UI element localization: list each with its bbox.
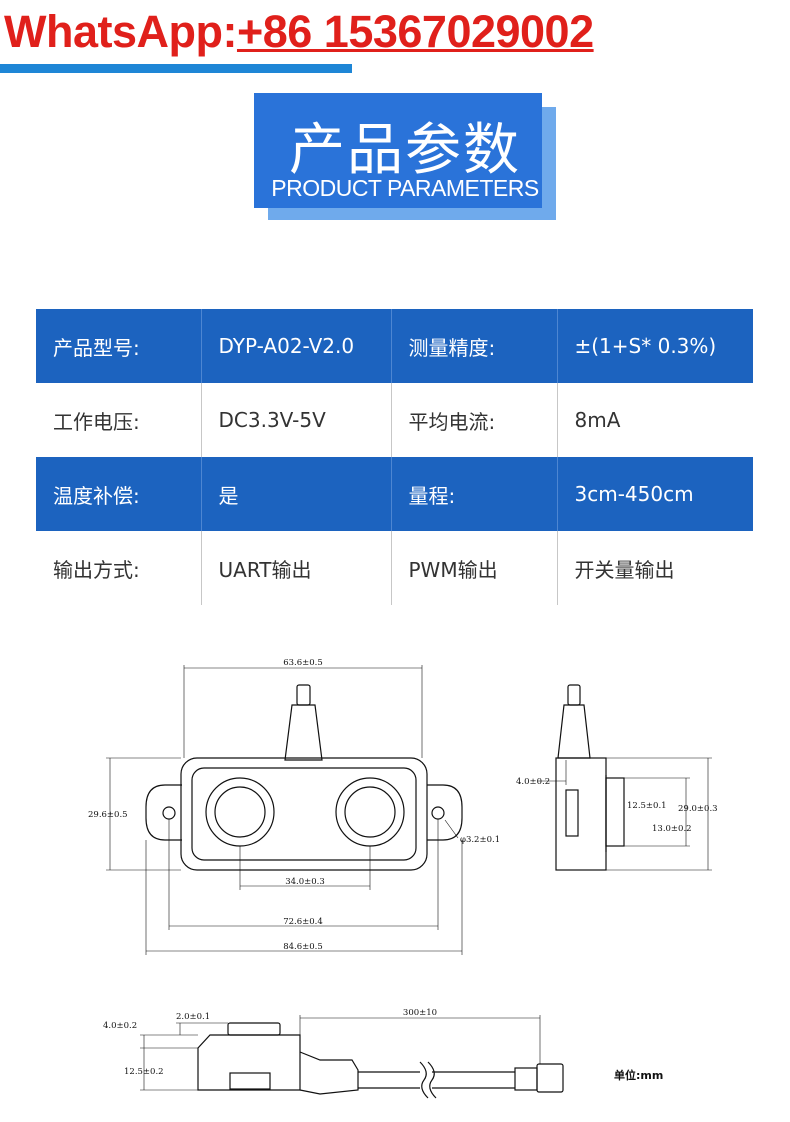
dim-body-height: 12.5±0.2 (124, 1067, 164, 1077)
dim-bottom-flange: 4.0±0.2 (103, 1021, 137, 1031)
front-view (145, 684, 463, 871)
whatsapp-phone[interactable]: +86 15367029002 (236, 6, 594, 57)
param-value: UART输出 (200, 531, 391, 605)
param-value: 8mA (556, 383, 753, 457)
dimension-drawing: 63.6±0.5 29.6±0.5 φ3.2±0.1 34.0±0.3 72.6… (88, 658, 718, 1099)
param-value: 开关量输出 (556, 531, 753, 605)
param-key: 量程: (390, 457, 557, 531)
title-english: PRODUCT PARAMETERS (271, 175, 539, 201)
param-value: 是 (200, 457, 391, 531)
param-key: 温度补偿: (36, 457, 201, 531)
whatsapp-contact[interactable]: WhatsApp:+86 15367029002 (4, 6, 594, 58)
dim-width-top: 63.6±0.5 (283, 658, 323, 668)
dim-side-height: 29.0±0.3 (678, 804, 718, 814)
dim-hole-dia: φ3.2±0.1 (460, 835, 500, 845)
dim-side-thickness: 4.0±0.2 (516, 777, 550, 787)
param-key: PWM输出 (390, 531, 557, 605)
param-value: DC3.3V-5V (200, 383, 391, 457)
dim-total-width: 84.6±0.5 (283, 942, 323, 952)
param-key: 测量精度: (390, 309, 557, 383)
title-chinese: 产品参数 (289, 118, 521, 183)
dim-sensor-spacing: 34.0±0.3 (285, 877, 325, 887)
param-key: 工作电压: (36, 383, 201, 457)
parameter-table: 产品型号: DYP-A02-V2.0 测量精度: ±(1+S* 0.3%) 工作… (36, 309, 753, 605)
dim-cable-length: 300±10 (403, 1008, 437, 1018)
whatsapp-label: WhatsApp: (4, 6, 237, 57)
dim-height-left: 29.6±0.5 (88, 810, 128, 820)
table-row: 温度补偿: 是 量程: 3cm-450cm (36, 457, 753, 531)
param-key: 平均电流: (390, 383, 557, 457)
banner-underline (0, 64, 352, 73)
dim-bottom-step: 2.0±0.1 (176, 1012, 210, 1022)
param-key: 输出方式: (36, 531, 201, 605)
title-box (254, 93, 542, 208)
whatsapp-banner: WhatsApp:+86 15367029002 (0, 0, 790, 80)
table-row: 输出方式: UART输出 PWM输出 开关量输出 (36, 531, 753, 605)
section-title: 产品参数 PRODUCT PARAMETERS (254, 93, 556, 220)
table-row: 产品型号: DYP-A02-V2.0 测量精度: ±(1+S* 0.3%) (36, 309, 753, 383)
param-value: DYP-A02-V2.0 (200, 309, 391, 383)
param-value: ±(1+S* 0.3%) (556, 309, 753, 383)
table-row: 工作电压: DC3.3V-5V 平均电流: 8mA (36, 383, 753, 457)
unit-label: 单位:mm (614, 1068, 663, 1082)
dim-side-inner-b: 13.0±0.2 (652, 824, 692, 834)
dim-hole-spacing: 72.6±0.4 (283, 917, 323, 927)
dim-side-inner-a: 12.5±0.1 (627, 801, 667, 811)
dimension-lines (106, 665, 712, 1091)
param-key: 产品型号: (36, 309, 201, 383)
param-value: 3cm-450cm (556, 457, 753, 531)
bottom-view (197, 1022, 564, 1099)
side-view (555, 684, 625, 871)
